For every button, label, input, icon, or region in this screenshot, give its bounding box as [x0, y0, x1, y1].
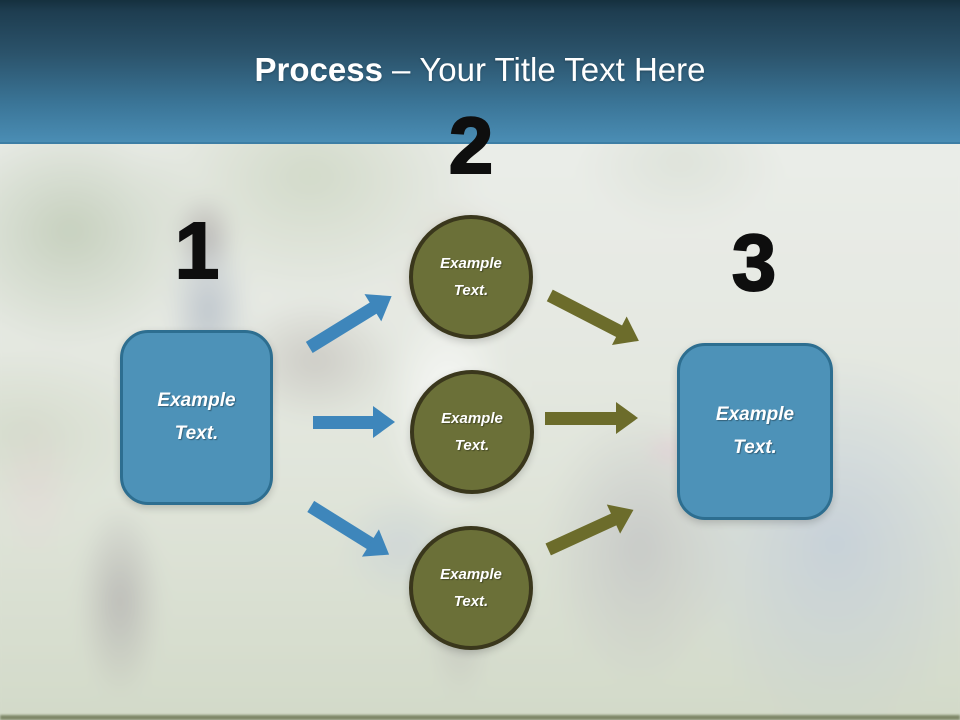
- process-circle-bottom[interactable]: Example Text.: [409, 526, 533, 650]
- process-circle-top-label: Example Text.: [440, 255, 502, 299]
- process-circle-middle[interactable]: Example Text.: [410, 370, 534, 494]
- arrow-head: [616, 402, 638, 434]
- title-dash: –: [391, 51, 411, 88]
- start-box-label: Example Text.: [157, 390, 236, 444]
- process-circle-bottom-label: Example Text.: [440, 566, 502, 610]
- step-number-3[interactable]: 3: [731, 218, 778, 307]
- photo-bottom-strip: [0, 715, 960, 720]
- process-circle-middle-label: Example Text.: [441, 410, 503, 454]
- title-banner: Process–Your Title Text Here: [0, 0, 960, 144]
- arrow-shaft: [545, 411, 618, 425]
- step-number-1[interactable]: 1: [174, 206, 221, 295]
- process-circle-top[interactable]: Example Text.: [409, 215, 533, 339]
- title-secondary: Your Title Text Here: [419, 51, 706, 88]
- arrow-shaft: [313, 415, 375, 429]
- arrow-head: [373, 406, 395, 438]
- slide-title[interactable]: Process–Your Title Text Here: [0, 48, 960, 92]
- end-box[interactable]: Example Text.: [677, 343, 833, 520]
- end-box-label: Example Text.: [715, 404, 795, 458]
- step-number-2[interactable]: 2: [448, 101, 495, 190]
- start-box[interactable]: Example Text.: [120, 330, 273, 505]
- arrow-start-to-middle-circle-icon[interactable]: [313, 404, 395, 440]
- title-primary: Process: [254, 51, 383, 88]
- arrow-middle-circle-to-end-icon[interactable]: [545, 400, 638, 436]
